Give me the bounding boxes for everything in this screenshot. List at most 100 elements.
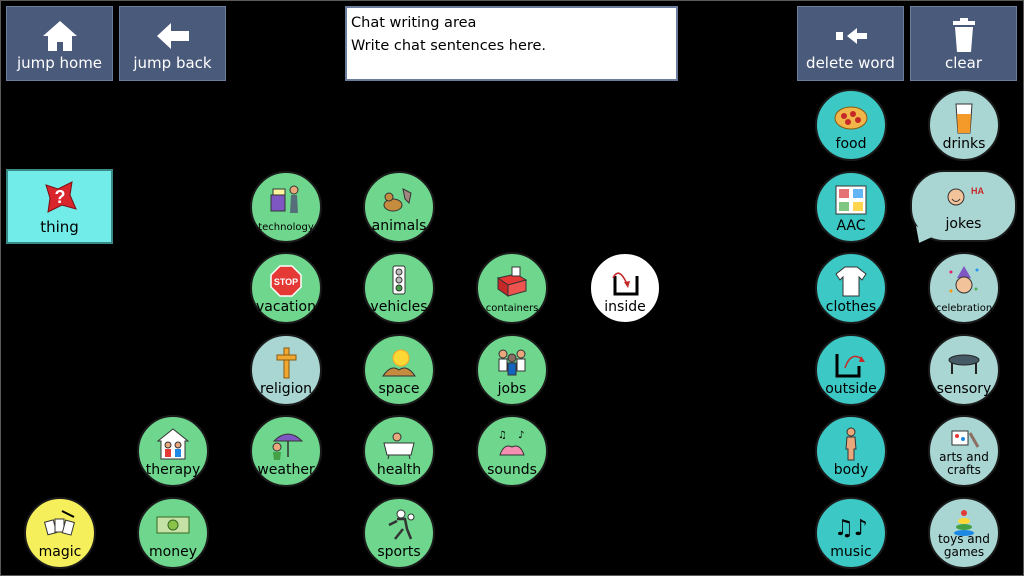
joke-ha-text: HA [971,186,984,196]
computer-person-icon [270,185,299,213]
therapy-tile[interactable]: therapy [137,415,209,487]
money-tile[interactable]: money [137,497,209,569]
magic-tile[interactable]: magic [24,497,96,569]
containers-tile[interactable]: containers [476,252,548,324]
vehicles-label: vehicles [370,299,428,315]
delete-word-button[interactable]: delete word [797,6,904,81]
magic-cards-icon [43,510,75,536]
sounds-tile[interactable]: ♫ ♪ sounds [476,415,548,487]
space-tile[interactable]: space [363,334,435,406]
stop-sign-icon: STOP [270,265,302,297]
inside-label: inside [604,299,646,315]
workers-icon [498,349,526,376]
thing-label: thing [40,218,79,236]
food-tile[interactable]: food [815,89,887,161]
clear-label: clear [944,54,982,72]
bathtub-icon [383,432,415,460]
vacation-label: vacation [256,299,316,315]
outside-arrow-icon [835,354,865,378]
toys-and-games-tile[interactable]: toys and games [928,497,1000,569]
animals-label: animals [371,218,427,234]
magic-label: magic [38,544,82,560]
space-icon [382,349,416,377]
arts-and-crafts-tile[interactable]: arts and crafts [928,415,1000,487]
jump-back-label: jump back [133,54,212,72]
jokes-label: jokes [945,216,982,232]
sounds-label: sounds [487,462,537,478]
containers-label: containers [485,303,539,314]
toys-and-games-label: toys and games [938,532,990,559]
aac-label: AAC [836,218,866,234]
clothes-tile[interactable]: clothes [815,252,887,324]
health-tile[interactable]: health [363,415,435,487]
traffic-light-icon [392,265,406,295]
clothes-label: clothes [825,299,877,315]
arrow-left-icon [156,23,189,49]
outside-tile[interactable]: outside [815,334,887,406]
thing-button[interactable]: ? thing [6,169,113,244]
weather-label: weather [257,462,315,478]
umbrella-icon [272,433,304,460]
vehicles-tile[interactable]: vehicles [363,252,435,324]
inside-tile[interactable]: inside [589,252,661,324]
chat-placeholder: Write chat sentences here. [351,38,547,54]
cross-icon [276,347,297,379]
religion-tile[interactable]: religion [250,334,322,406]
jokes-tile[interactable]: HA jokes [910,170,1017,248]
body-figure-icon [845,427,857,461]
svg-text:♫: ♫ [498,430,507,441]
glass-icon [955,103,973,134]
chat-writing-area[interactable]: Chat writing area Write chat sentences h… [345,6,678,81]
box-icon [496,266,528,297]
health-label: health [376,462,422,478]
clear-button[interactable]: clear [910,6,1017,81]
speech-bubble-tail [910,226,936,248]
svg-text:♪: ♪ [518,430,524,441]
sensory-label: sensory [936,381,992,397]
celebration-label: celebration [935,303,993,314]
outside-label: outside [825,381,877,397]
home-icon [42,21,77,51]
trash-icon [952,18,975,52]
trampoline-icon [948,354,980,374]
aac-tile[interactable]: AAC [815,171,887,243]
laughing-face-icon: HA [947,186,984,206]
jump-back-button[interactable]: jump back [119,6,226,81]
pizza-icon [834,106,868,130]
jobs-label: jobs [497,381,527,397]
stop-sign-text: STOP [274,277,298,287]
jobs-tile[interactable]: jobs [476,334,548,406]
svg-text:♫♪♪: ♫♪♪ [834,516,869,541]
music-notes-icon: ♫♪♪ [834,516,869,541]
body-label: body [833,462,869,478]
inside-arrow-icon [612,272,639,296]
chat-title: Chat writing area [351,15,477,31]
vacation-tile[interactable]: STOP vacation [250,252,322,324]
sports-label: sports [377,544,421,560]
house-people-icon [156,428,190,460]
therapy-label: therapy [145,462,201,478]
question-puzzle-icon: ? [44,181,77,213]
delete-word-label: delete word [806,54,895,72]
body-tile[interactable]: body [815,415,887,487]
sports-tile[interactable]: sports [363,497,435,569]
weather-tile[interactable]: weather [250,415,322,487]
communication-board-icon [835,185,867,215]
drinks-tile[interactable]: drinks [928,89,1000,161]
delete-word-icon [835,28,867,44]
paint-palette-icon [951,430,980,448]
party-hat-icon [949,266,979,294]
technology-tile[interactable]: technology [250,171,322,243]
animals-icon [383,188,412,212]
technology-label: technology [258,222,314,233]
money-label: money [149,544,197,560]
food-label: food [835,136,867,152]
space-label: space [378,381,420,397]
svg-text:?: ? [54,187,65,207]
jump-home-button[interactable]: jump home [6,6,113,81]
celebration-tile[interactable]: celebration [928,252,1000,324]
sensory-tile[interactable]: sensory [928,334,1000,406]
music-tile[interactable]: ♫♪♪ music [815,497,887,569]
religion-label: religion [259,381,313,397]
animals-tile[interactable]: animals [363,171,435,243]
